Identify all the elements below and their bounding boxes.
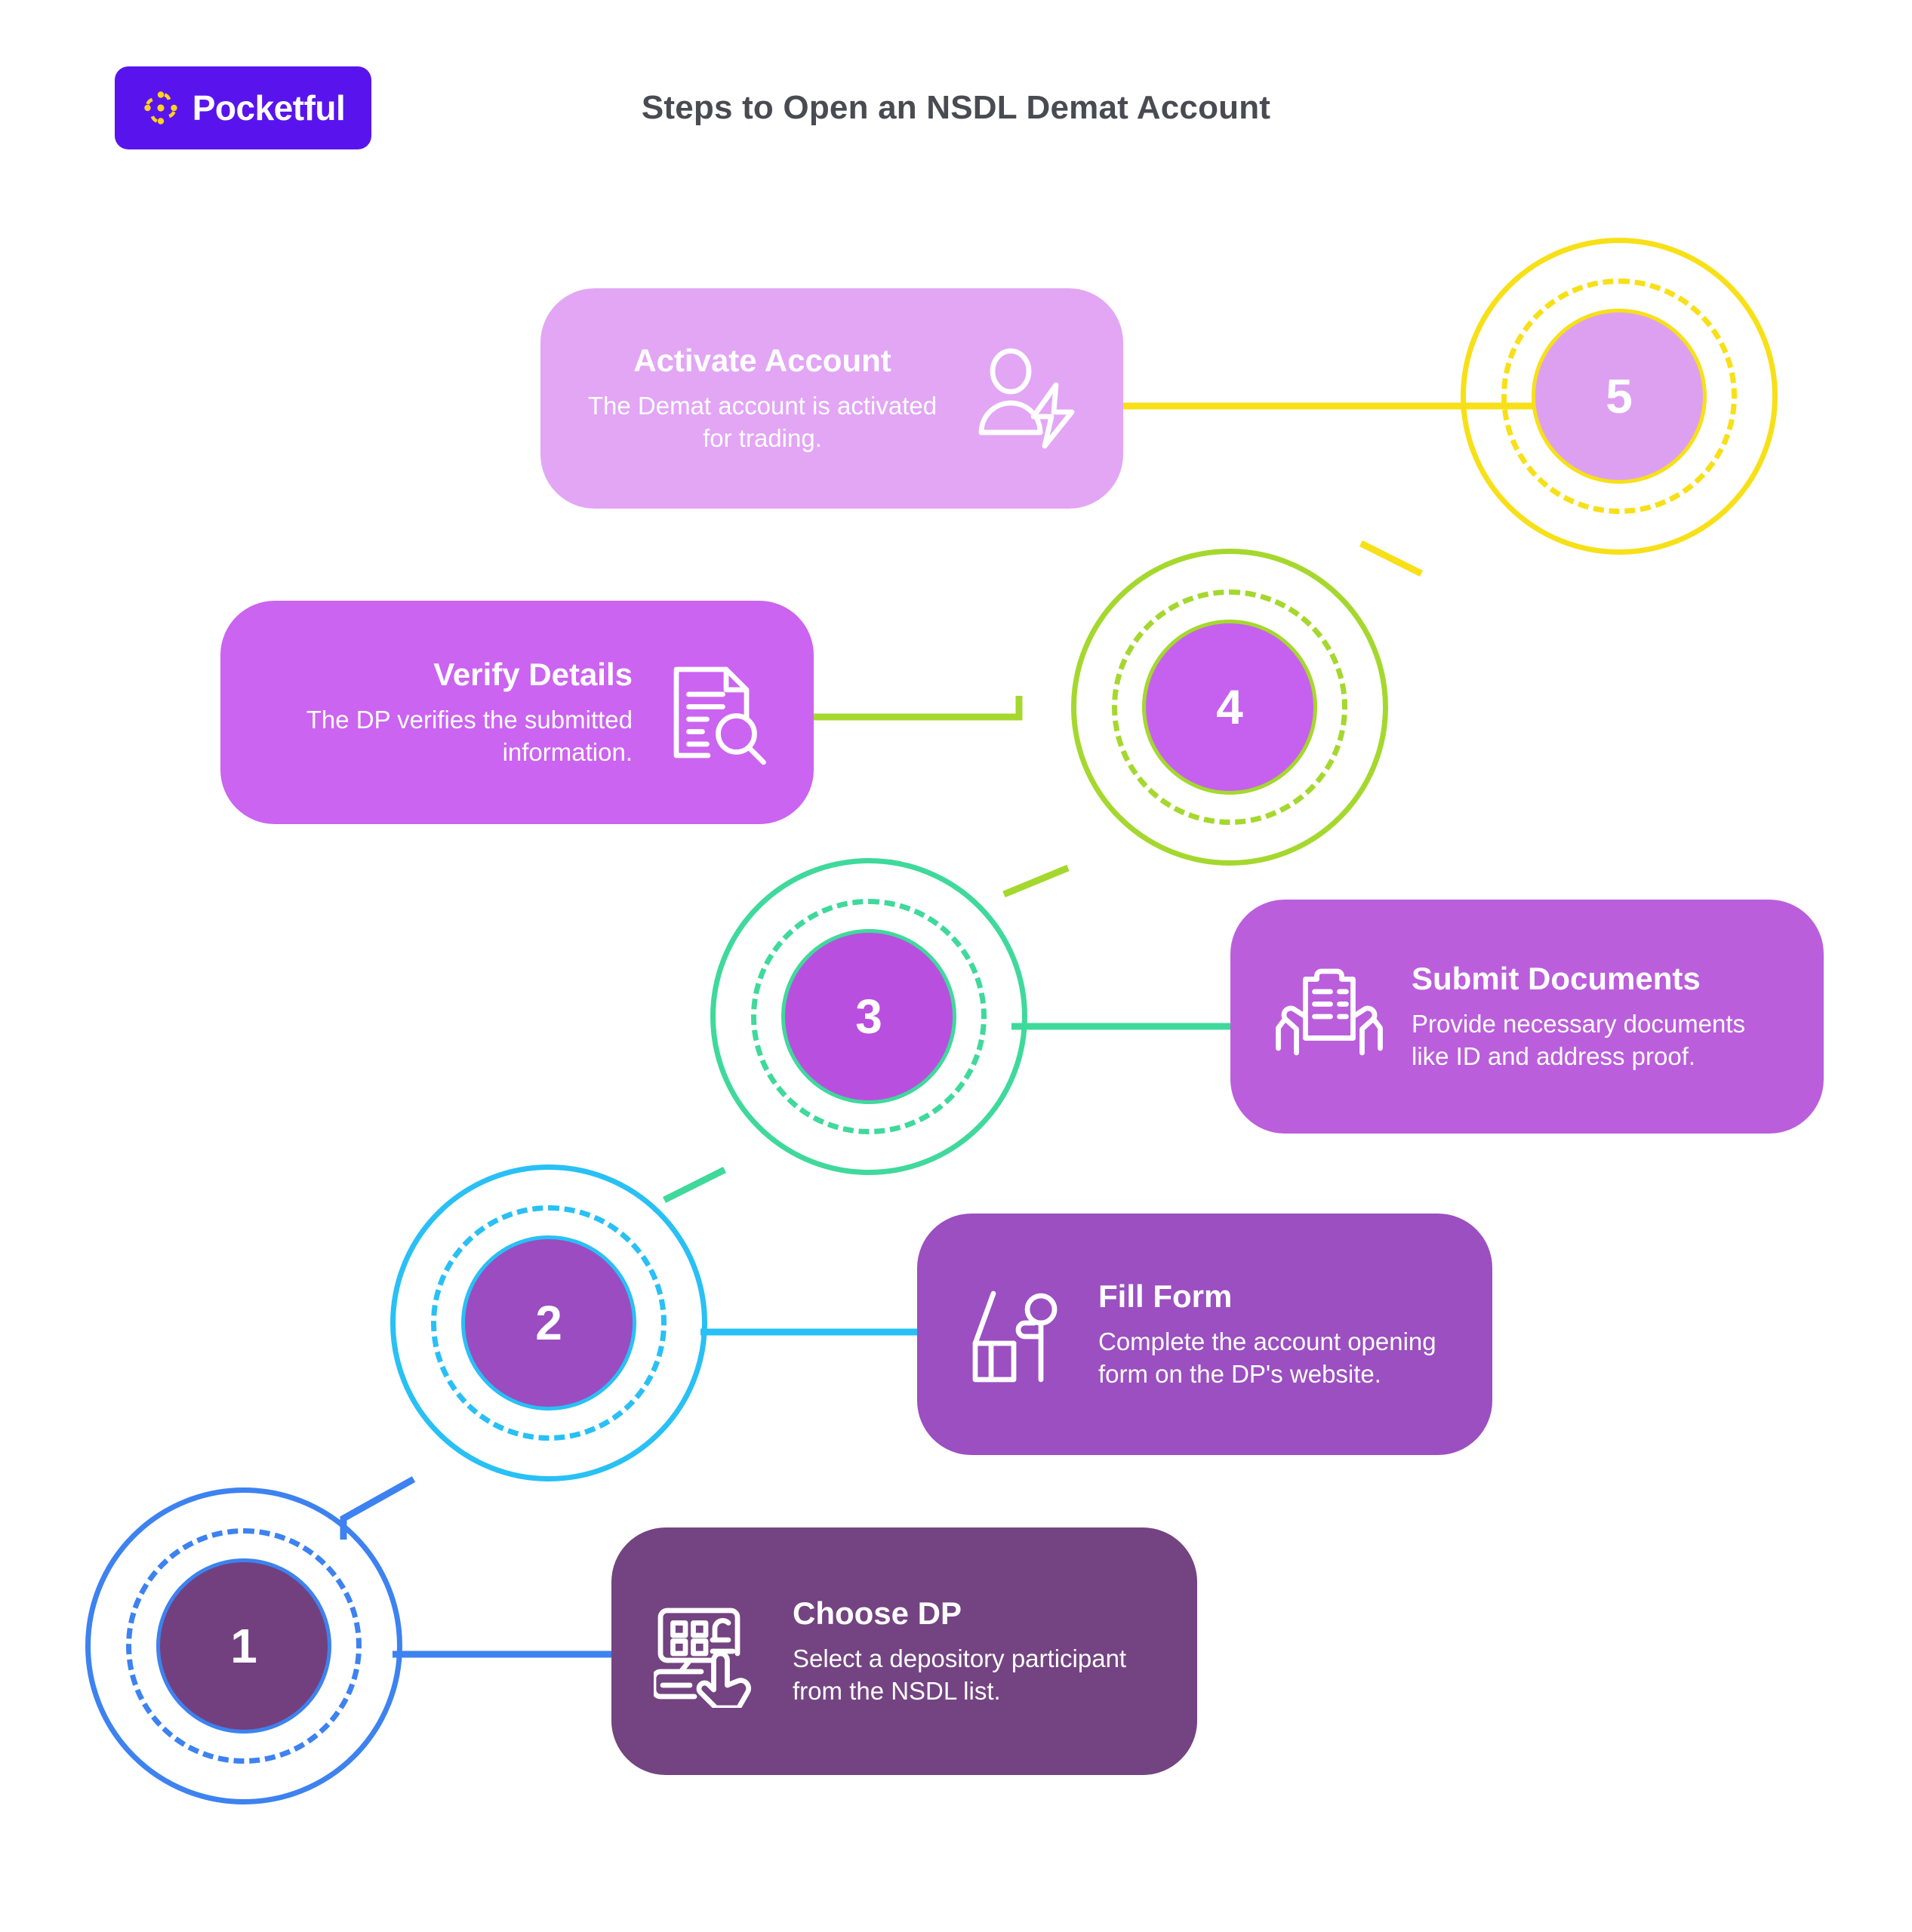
step-card-4[interactable]: Verify Details The DP verifies the submi… — [220, 601, 814, 824]
step-card-3[interactable]: Submit Documents Provide necessary docum… — [1230, 900, 1824, 1134]
node-2-core: 2 — [461, 1235, 636, 1411]
starburst-icon — [144, 91, 177, 125]
node-2-outer-ring — [390, 1164, 707, 1481]
step-4-description: The DP verifies the submitted informatio… — [306, 705, 633, 766]
step-1-description: Select a depository participant from the… — [793, 1644, 1127, 1705]
step-4-title: Verify Details — [433, 656, 633, 692]
node-5-core: 5 — [1532, 309, 1707, 484]
document-search-icon — [658, 656, 771, 769]
node-3-core: 3 — [781, 929, 956, 1104]
step-2-description: Complete the account opening form on the… — [1098, 1327, 1436, 1388]
brand-name: Pocketful — [192, 88, 346, 128]
step-5-description: The Demat account is activated for tradi… — [587, 391, 938, 452]
step-card-2[interactable]: Fill Form Complete the account opening f… — [917, 1214, 1492, 1455]
node-5-number: 5 — [1606, 369, 1633, 423]
node-4-core: 4 — [1142, 620, 1317, 795]
step-node-2[interactable]: 2 — [386, 1161, 711, 1485]
node-1-dashed-ring — [126, 1528, 362, 1764]
connector-3-to-2 — [662, 1166, 727, 1204]
node-3-number: 3 — [855, 989, 882, 1044]
person-desk-icon — [959, 1278, 1073, 1391]
step-node-1[interactable]: 1 — [82, 1484, 406, 1808]
node-4-outer-ring — [1071, 549, 1388, 866]
brand-logo-badge[interactable]: Pocketful — [115, 66, 371, 149]
step-card-5[interactable]: Activate Account The Demat account is ac… — [540, 288, 1123, 509]
node-2-number: 2 — [535, 1296, 562, 1350]
node-2-dashed-ring — [431, 1205, 667, 1441]
step-node-4[interactable]: 4 — [1067, 545, 1392, 869]
connector-card-4 — [814, 696, 1023, 721]
node-1-number: 1 — [230, 1619, 257, 1673]
step-1-title: Choose DP — [793, 1595, 962, 1631]
connector-5-to-4 — [1359, 540, 1424, 577]
step-5-title: Activate Account — [633, 342, 891, 378]
hands-document-icon — [1273, 960, 1386, 1073]
step-3-description: Provide necessary documents like ID and … — [1412, 1009, 1746, 1070]
node-3-outer-ring — [710, 858, 1027, 1175]
user-lightning-icon — [968, 342, 1081, 455]
step-card-1[interactable]: Choose DP Select a depository participan… — [611, 1527, 1197, 1775]
node-3-dashed-ring — [751, 899, 987, 1134]
node-4-number: 4 — [1216, 680, 1243, 734]
node-1-outer-ring — [85, 1487, 402, 1804]
connector-4-to-3 — [1002, 864, 1070, 898]
page-title: Steps to Open an NSDL Demat Account — [641, 89, 1271, 126]
step-3-title: Submit Documents — [1412, 960, 1701, 996]
step-2-title: Fill Form — [1098, 1278, 1233, 1314]
node-5-outer-ring — [1461, 238, 1778, 555]
step-node-5[interactable]: 5 — [1457, 234, 1781, 558]
node-1-core: 1 — [156, 1558, 331, 1734]
node-5-dashed-ring — [1501, 278, 1737, 514]
step-node-3[interactable]: 3 — [707, 854, 1031, 1179]
keypad-pound-hand-icon — [654, 1595, 767, 1708]
node-4-dashed-ring — [1112, 589, 1347, 825]
